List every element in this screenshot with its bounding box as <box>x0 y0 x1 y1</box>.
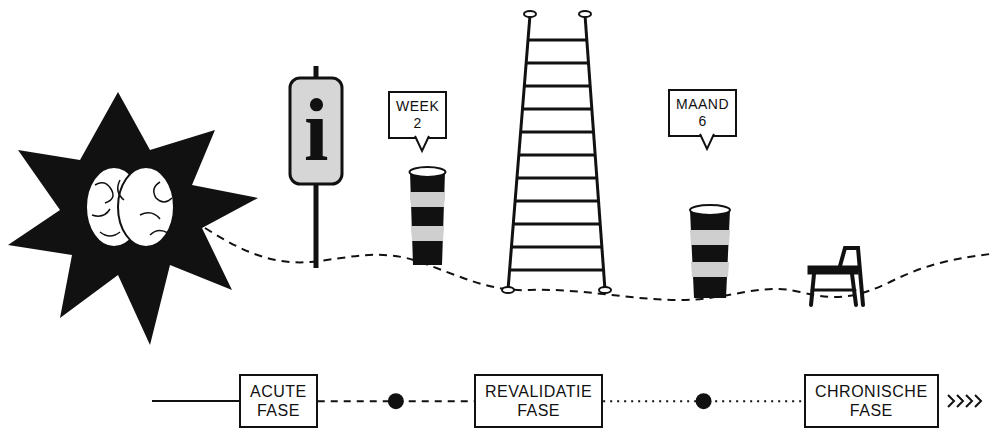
chevron <box>975 395 981 407</box>
phase-box: REVALIDATIE FASE <box>474 374 603 428</box>
stool-frame <box>840 248 863 305</box>
ladder-rung <box>521 131 593 134</box>
node-text: CHRONISCHE FASE <box>815 382 928 420</box>
sign-plate <box>290 78 342 184</box>
callout-bubble: MAAND 6 <box>668 89 737 137</box>
ladder-rail <box>508 15 530 290</box>
brain-fold <box>92 180 172 236</box>
ladder-rung <box>522 108 592 111</box>
marker-post <box>410 167 446 265</box>
timeline-chevrons <box>948 395 981 407</box>
ladder-rung <box>526 62 588 65</box>
phase-box: ACUTE FASE <box>239 374 318 428</box>
marker-post <box>690 205 730 298</box>
timeline-start <box>152 400 240 402</box>
info-letter: i <box>304 87 328 175</box>
node-text: REVALIDATIE FASE <box>485 382 592 420</box>
ladder-foot <box>599 287 611 293</box>
chevron <box>948 395 954 407</box>
starburst <box>8 92 258 345</box>
node-text: MAAND 6 <box>676 96 729 130</box>
brain-lobe <box>118 167 174 247</box>
post-body <box>690 210 730 298</box>
post-stripe <box>410 192 445 207</box>
ladder <box>502 11 611 293</box>
post-top <box>690 205 730 215</box>
ladder-rung <box>519 154 595 157</box>
ladder-cap <box>524 11 536 17</box>
timeline-dot <box>388 393 404 409</box>
node-text: WEEK 2 <box>396 98 439 132</box>
journey-path <box>205 228 990 300</box>
post-body <box>410 172 445 265</box>
chevron <box>966 395 972 407</box>
post-stripe <box>411 226 444 241</box>
ladder-rung <box>517 177 597 180</box>
ladder-rung <box>515 200 598 203</box>
post-stripe <box>690 230 730 245</box>
callout-tail-outline <box>700 134 714 149</box>
ladder-foot <box>502 287 514 293</box>
post-stripe <box>691 262 729 277</box>
ladder-rung <box>511 246 602 249</box>
ladder-rung <box>513 223 600 226</box>
ladder-rung <box>528 39 587 42</box>
ladder-rung <box>510 269 603 272</box>
node-text: ACUTE FASE <box>250 382 307 420</box>
ladder-cap <box>579 11 591 17</box>
info-sign <box>290 66 342 268</box>
callout-tail <box>699 133 717 151</box>
callout-tail-fill <box>700 133 714 149</box>
callout-bubble: WEEK 2 <box>388 91 447 139</box>
timeline-dot <box>696 393 712 409</box>
post-top <box>410 167 446 177</box>
chevron <box>957 395 963 407</box>
phase-box: CHRONISCHE FASE <box>804 374 939 428</box>
brain <box>86 167 174 247</box>
ladder-rung <box>524 85 590 88</box>
callout-tail-outline <box>415 136 429 151</box>
ladder-rail <box>585 15 605 290</box>
stool-bar <box>812 289 855 292</box>
callout-tail <box>414 135 432 153</box>
callout-tail-fill <box>415 135 429 151</box>
step-stool <box>808 248 863 305</box>
